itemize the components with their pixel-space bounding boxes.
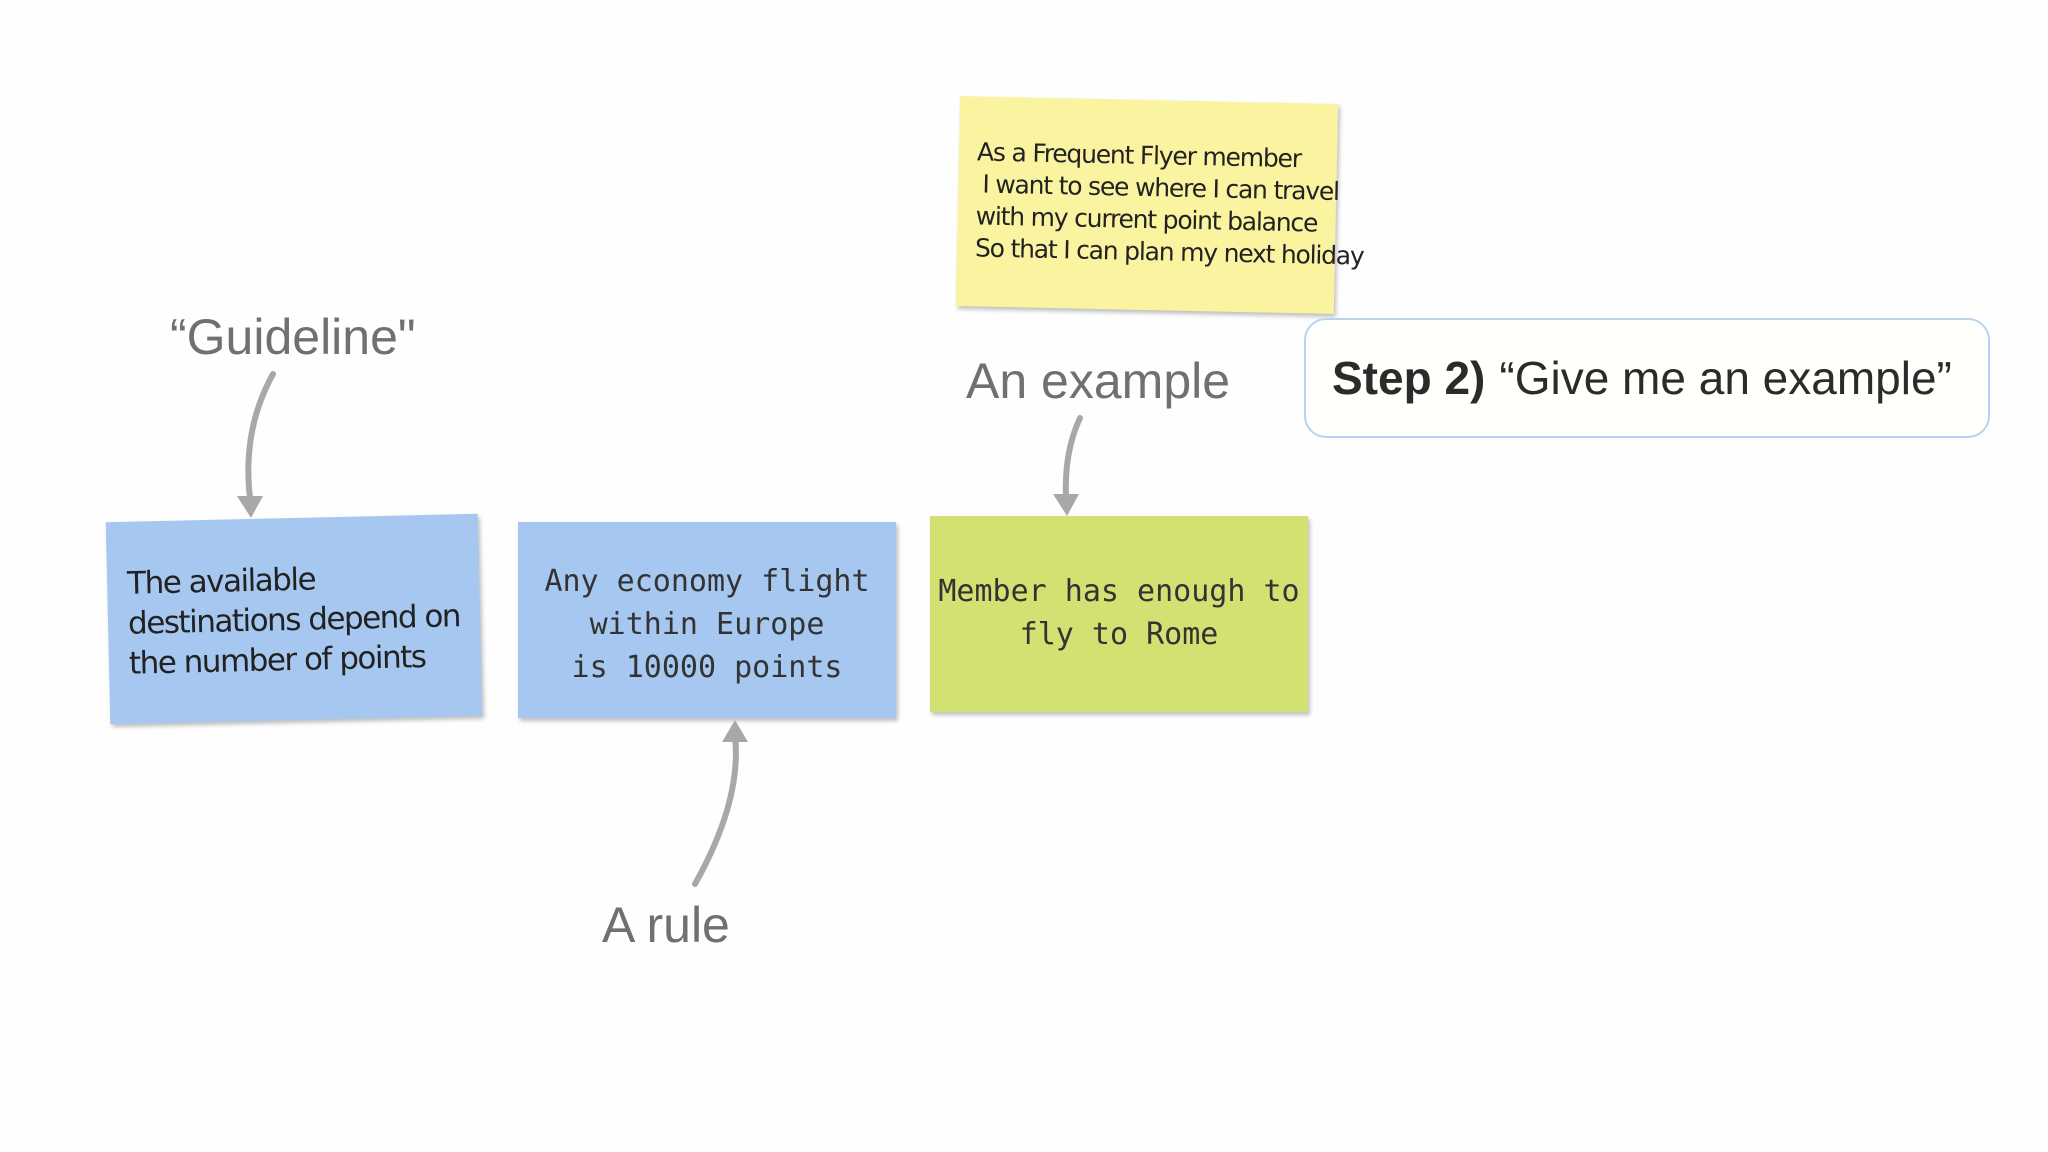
rule-caption: A rule xyxy=(602,897,730,953)
step-callout: Step 2) “Give me an example” xyxy=(1304,318,1990,438)
step-text: “Give me an example” xyxy=(1499,352,1952,404)
example-card-line: Member has enough to xyxy=(938,574,1300,609)
example-card: Member has enough to fly to Rome xyxy=(930,516,1308,712)
rule-card: Any economy flight within Europe is 1000… xyxy=(518,522,896,718)
rule-arrowhead xyxy=(722,720,748,742)
guideline-caption: “Guideline" xyxy=(170,309,416,365)
step-label: Step 2) xyxy=(1332,352,1486,404)
guideline-arrowhead xyxy=(237,496,263,518)
rule-card-line: within Europe xyxy=(589,607,825,642)
example-arrowhead xyxy=(1053,494,1079,516)
example-caption: An example xyxy=(966,353,1231,409)
example-arrow xyxy=(1062,415,1083,501)
rule-card-line: Any economy flight xyxy=(544,564,870,599)
rule-arrow xyxy=(692,733,739,887)
rule-card-line: is 10000 points xyxy=(571,650,843,685)
guideline-arrow xyxy=(245,371,276,501)
example-card-line: fly to Rome xyxy=(1019,617,1219,652)
